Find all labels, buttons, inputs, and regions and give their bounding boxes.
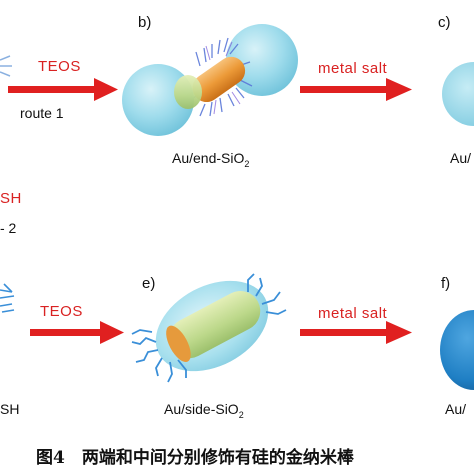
rod-end-gold bbox=[166, 325, 191, 362]
panel-label-c: c) bbox=[438, 14, 451, 31]
product-label-bottom-left-fragment: SH bbox=[0, 401, 20, 417]
reagent-teos-top: TEOS bbox=[38, 58, 81, 75]
product-label-side: Au/side-SiO2 bbox=[164, 401, 244, 420]
rod-green-side bbox=[169, 290, 261, 359]
fragment-top-left-ligands bbox=[0, 55, 12, 77]
reagent-sh-left: SH bbox=[0, 190, 22, 207]
particle-f-fragment bbox=[440, 310, 474, 390]
arrow-metal-salt-bottom bbox=[300, 321, 412, 344]
route-2-fragment: - 2 bbox=[0, 220, 17, 236]
fragment-bottom-left-ligands bbox=[0, 283, 15, 313]
reagent-teos-bottom: TEOS bbox=[40, 303, 83, 320]
rod-tip-green bbox=[174, 75, 202, 109]
panel-label-b: b) bbox=[138, 14, 152, 31]
figure-caption: 图4 两端和中间分别修饰有硅的金纳米棒 bbox=[36, 448, 354, 468]
arrow-metal-salt-top bbox=[300, 78, 412, 101]
reagent-metal-salt-bottom: metal salt bbox=[318, 305, 388, 322]
product-label-f-fragment: Au/ bbox=[445, 401, 467, 417]
panel-label-e: e) bbox=[142, 275, 156, 292]
product-label-end: Au/end-SiO2 bbox=[172, 150, 250, 169]
product-label-c-fragment: Au/ bbox=[450, 150, 472, 166]
silica-sphere-end-right bbox=[226, 24, 298, 96]
particle-c-fragment bbox=[442, 62, 474, 126]
route-1-label: route 1 bbox=[20, 105, 64, 121]
ligands-side bbox=[131, 273, 287, 383]
reagent-metal-salt-top: metal salt bbox=[318, 60, 388, 77]
panel-label-f: f) bbox=[441, 275, 451, 292]
arrow-teos-top bbox=[8, 78, 118, 101]
particle-au-side-sio2 bbox=[131, 273, 287, 383]
particle-au-end-sio2 bbox=[122, 24, 298, 136]
arrow-teos-bottom bbox=[30, 321, 124, 344]
silica-sphere-end-left bbox=[122, 64, 194, 136]
